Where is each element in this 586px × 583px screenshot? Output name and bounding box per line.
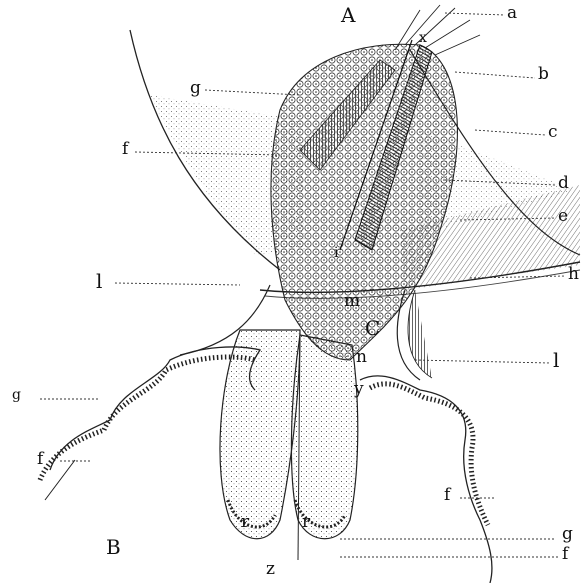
label-a: a [507,5,517,22]
label-f-right: f [444,487,450,504]
label-g-top: g [190,80,201,97]
label-l-right: l [553,350,559,370]
label-e: e [558,208,568,225]
label-C: C [365,318,380,338]
label-i: i [334,246,338,260]
label-g-left: g [12,388,21,402]
label-r-right: r [302,514,310,531]
label-h: h [568,266,579,283]
label-c: c [548,124,558,141]
label-l-left: l [96,271,102,291]
label-z: z [266,561,275,578]
label-g-right: g [562,526,573,543]
label-f-lower-right: f [562,546,568,563]
lobe-right [291,335,357,539]
label-x: x [419,31,427,45]
label-A: A [341,5,355,25]
label-r-left: r [241,514,249,531]
label-f-lower-left: f [37,451,43,468]
label-d: d [558,175,569,192]
label-b: b [538,66,549,83]
label-n: n [356,349,367,366]
label-B: B [106,537,121,557]
label-m: m [344,293,360,310]
label-y: y [354,381,364,398]
label-f-upper-left: f [122,141,128,158]
